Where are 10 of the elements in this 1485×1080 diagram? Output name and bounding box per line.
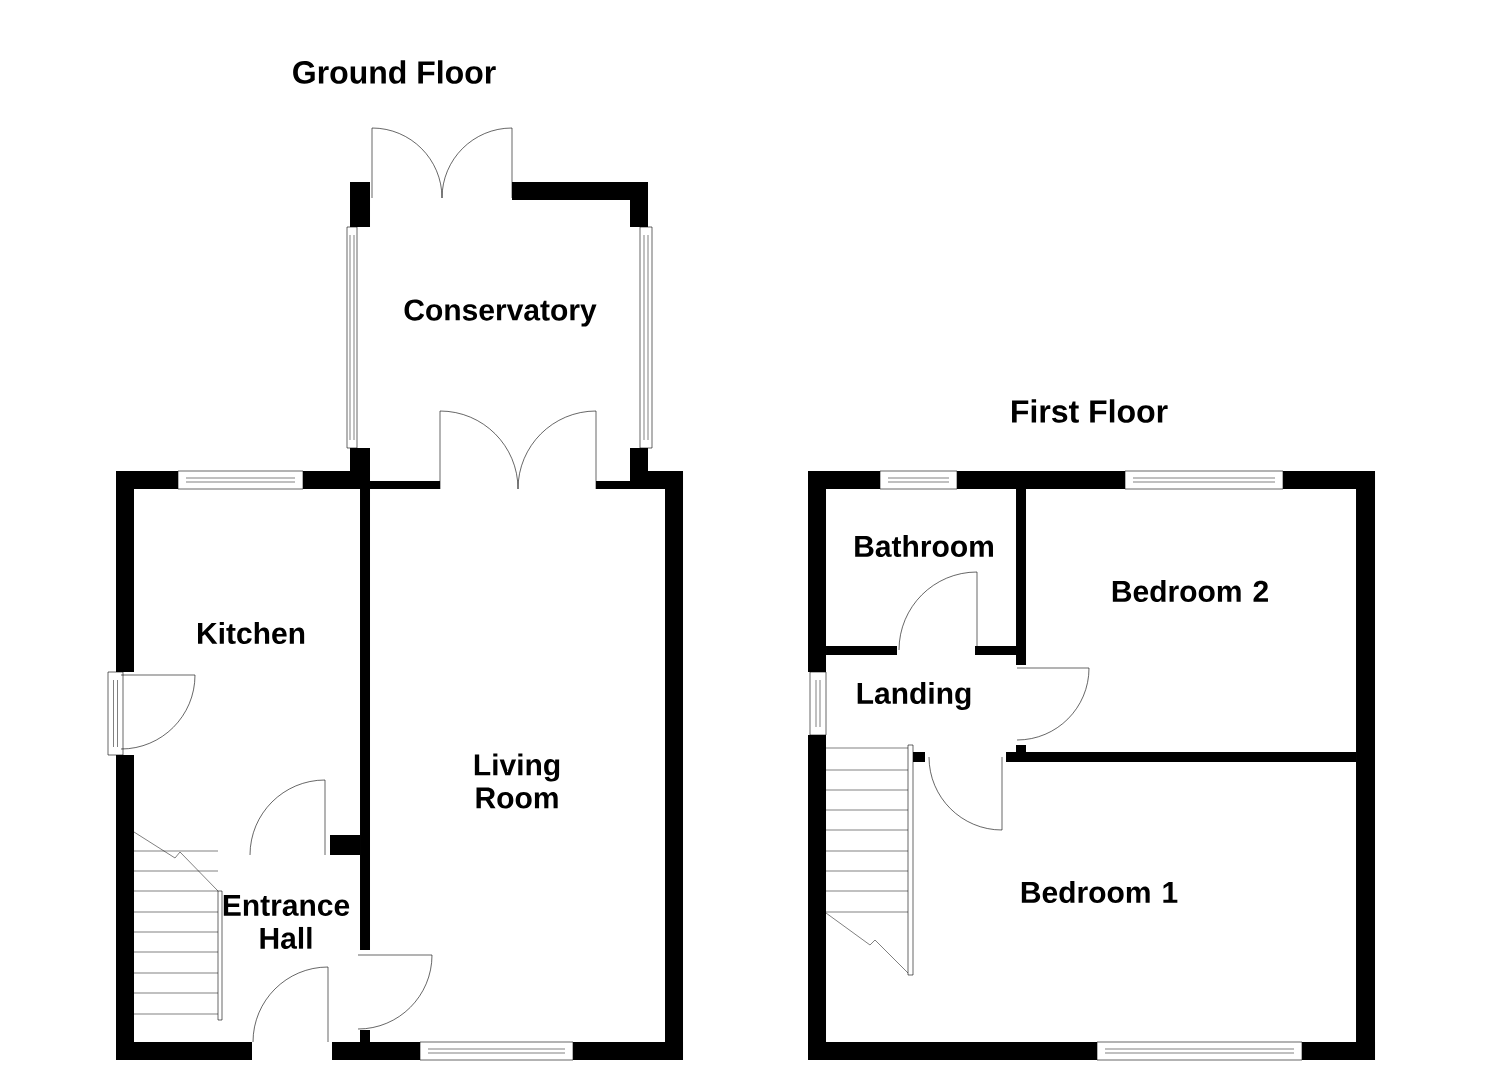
room-label: Conservatory (404, 299, 597, 327)
room-label: Living Room (474, 753, 560, 809)
room-label: Bedroom 1 (1021, 881, 1178, 904)
floor-title: Ground Floor (293, 60, 496, 84)
room-label: Landing (857, 681, 971, 711)
room-label: Bedroom 2 (1112, 580, 1268, 603)
room-label: Entrance Hall (223, 895, 350, 949)
floor-title: First Floor (1012, 399, 1168, 423)
room-label: Bathroom (855, 535, 993, 558)
room-label: Kitchen (198, 622, 305, 645)
